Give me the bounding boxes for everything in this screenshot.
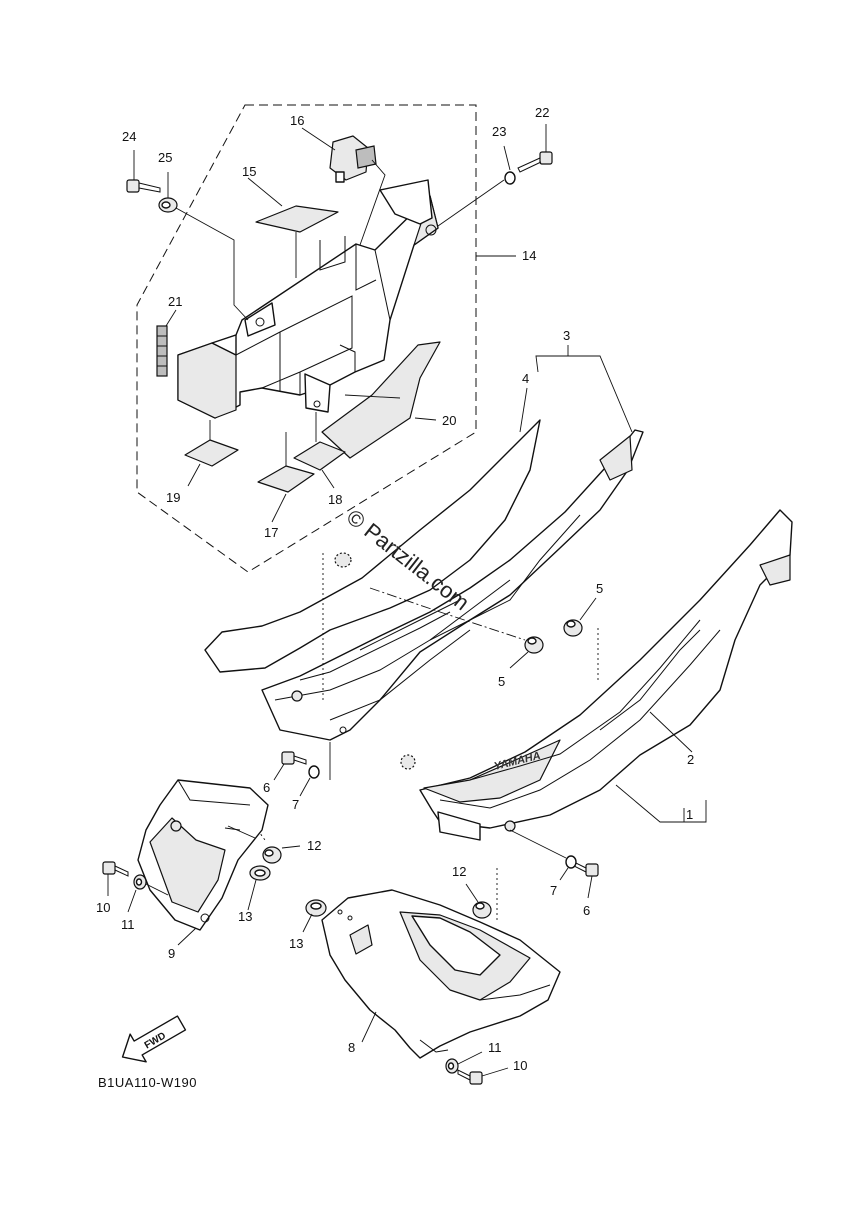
callout-8: 8 — [348, 1040, 355, 1055]
leader-16 — [301, 127, 336, 151]
callout-10-right: 10 — [513, 1058, 527, 1073]
callout-15: 15 — [242, 164, 256, 179]
callout-23: 23 — [492, 124, 506, 139]
leader-4 — [519, 387, 528, 433]
washer-part-7b — [565, 855, 577, 869]
grommet-dot — [334, 552, 352, 568]
callout-19: 19 — [166, 490, 180, 505]
pad-part-17 — [257, 465, 315, 493]
callout-6-left: 6 — [263, 780, 270, 795]
grommet-part-5a — [524, 636, 544, 654]
callout-3: 3 — [563, 328, 570, 343]
grommet-part-13b — [305, 899, 327, 917]
bolt-part-24 — [126, 179, 161, 193]
callout-1: 1 — [686, 807, 693, 822]
callout-11-left: 11 — [121, 917, 135, 932]
bracket-1 — [615, 784, 707, 823]
screw-part-10b — [457, 1069, 483, 1085]
screw-part-10a — [102, 861, 129, 877]
callout-11-right: 11 — [488, 1040, 502, 1055]
washer-part-7a — [308, 765, 320, 779]
callout-5-left: 5 — [498, 674, 505, 689]
bolt-part-22 — [517, 151, 553, 173]
callout-10-left: 10 — [96, 900, 110, 915]
side-cover-part-1 — [400, 509, 793, 841]
callout-5-right: 5 — [596, 581, 603, 596]
callout-9: 9 — [168, 946, 175, 961]
grommet-part-25 — [158, 197, 178, 213]
callout-25: 25 — [158, 150, 172, 165]
assembly-boundary-14 — [136, 104, 477, 573]
pad-part-15 — [255, 205, 339, 233]
callout-14: 14 — [522, 248, 536, 263]
strip-part-21 — [156, 325, 168, 377]
relay-part-16 — [329, 135, 377, 183]
leader-2 — [649, 711, 693, 753]
callout-13-left: 13 — [238, 909, 252, 924]
callout-2: 2 — [687, 752, 694, 767]
grommet-part-12a — [262, 846, 282, 864]
pad-part-18 — [293, 441, 346, 471]
forward-arrow-icon: FWD — [121, 1015, 187, 1063]
grommet-part-13a — [249, 865, 271, 881]
centre-line — [369, 587, 526, 641]
diagram-code: B1UA110-W190 — [98, 1075, 197, 1090]
grommet-part-5b — [563, 619, 583, 637]
lower-cover-part-8 — [321, 889, 561, 1059]
callout-21: 21 — [168, 294, 182, 309]
battery-box-part — [177, 179, 439, 419]
callout-6-right: 6 — [583, 903, 590, 918]
side-cover-part-4 — [204, 419, 644, 741]
collar-part-11b — [445, 1058, 459, 1074]
pad-part-19 — [184, 439, 239, 467]
collar-part-11a — [133, 874, 147, 890]
callout-18: 18 — [328, 492, 342, 507]
callout-22: 22 — [535, 105, 549, 120]
small-cover-part-9 — [137, 779, 269, 931]
bolt-part-6b — [573, 861, 599, 877]
bracket-3 — [535, 355, 633, 433]
callout-17: 17 — [264, 525, 278, 540]
sheet-part-20 — [321, 341, 441, 459]
callout-4: 4 — [522, 371, 529, 386]
callout-12-right: 12 — [452, 864, 466, 879]
washer-part-23 — [504, 171, 516, 185]
bolt-part-6a — [281, 751, 307, 765]
callout-13-right: 13 — [289, 936, 303, 951]
grommet-part-12b — [472, 901, 492, 919]
callout-24: 24 — [122, 129, 136, 144]
callout-7-left: 7 — [292, 797, 299, 812]
callout-12-left: 12 — [307, 838, 321, 853]
callout-16: 16 — [290, 113, 304, 128]
callout-7-right: 7 — [550, 883, 557, 898]
callout-20: 20 — [442, 413, 456, 428]
